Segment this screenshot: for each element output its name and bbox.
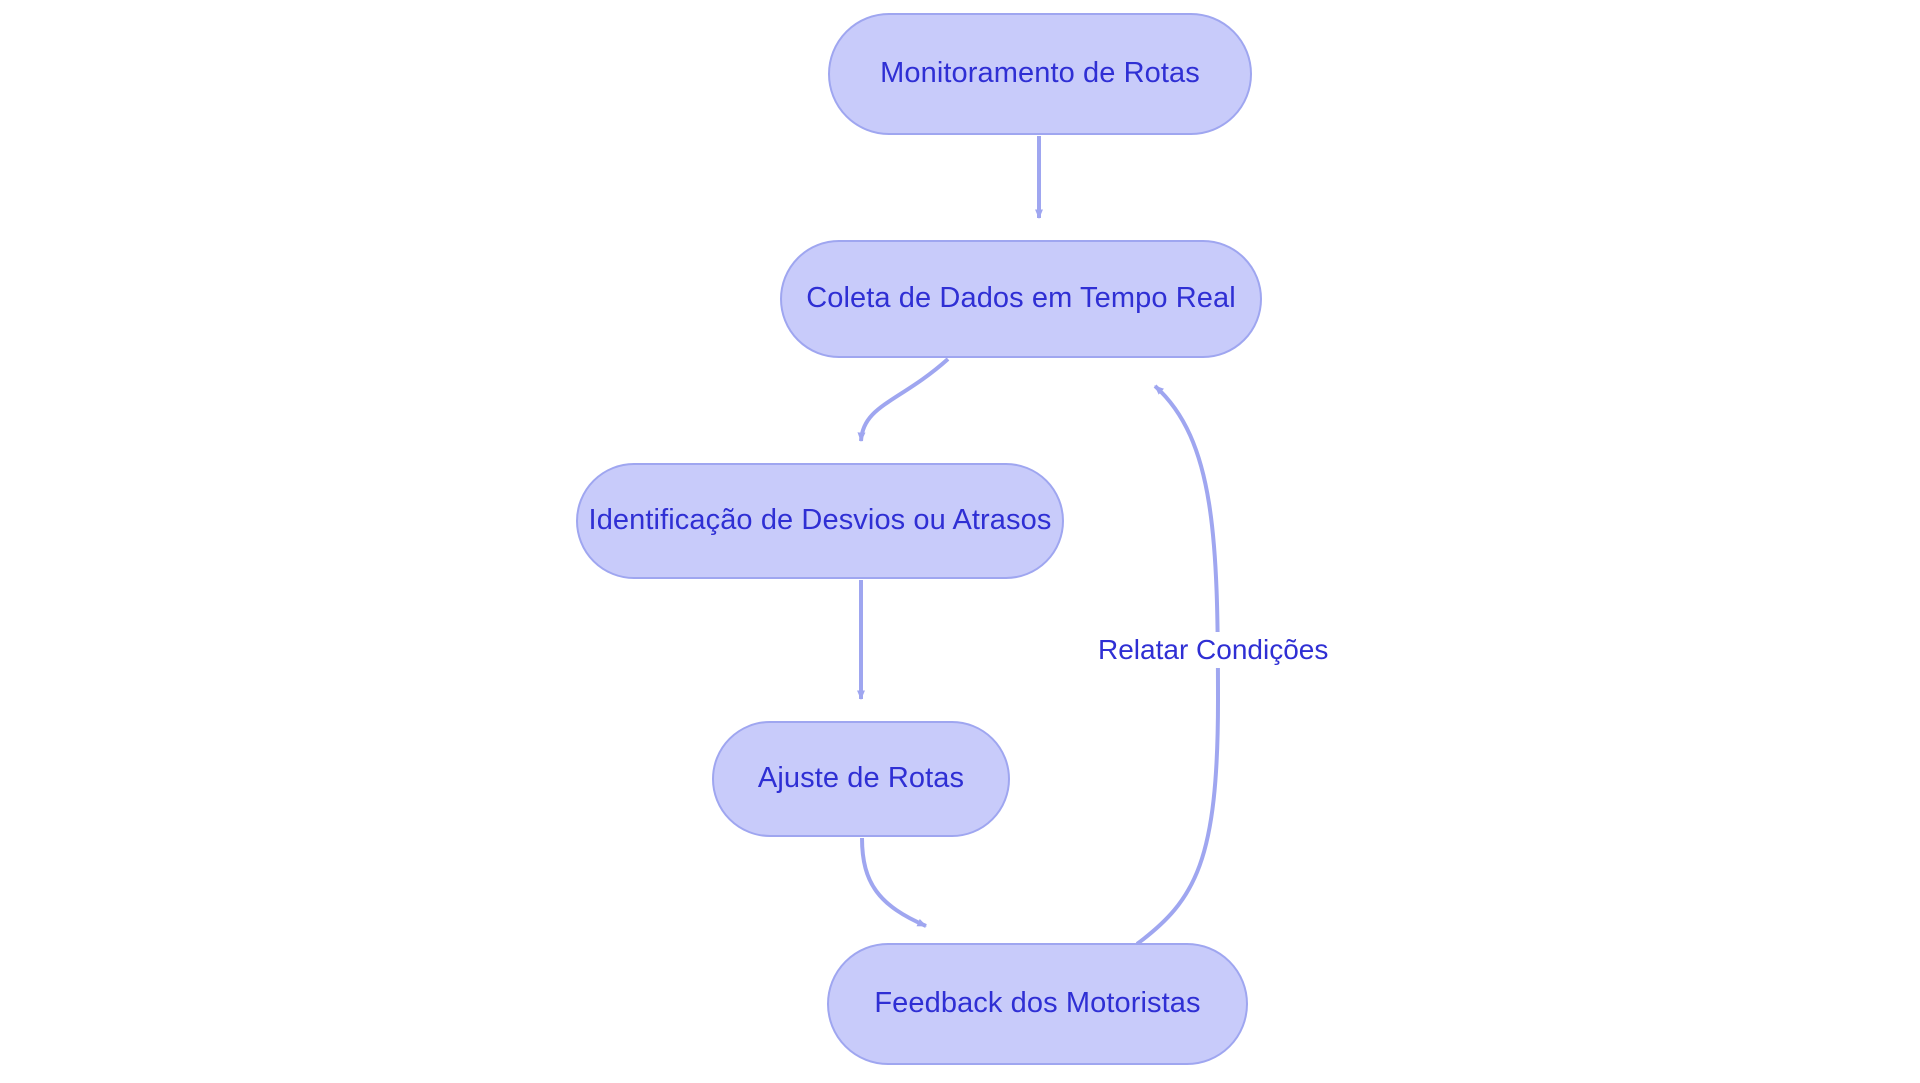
node-coleta-de-dados-em-tempo-real[interactable]: Coleta de Dados em Tempo Real	[780, 240, 1262, 358]
node-identificacao-de-desvios-ou-atrasos[interactable]: Identificação de Desvios ou Atrasos	[576, 463, 1064, 579]
edge-label-text: Relatar Condições	[1098, 634, 1329, 665]
node-feedback-dos-motoristas[interactable]: Feedback dos Motoristas	[827, 943, 1248, 1065]
node-label: Identificação de Desvios ou Atrasos	[588, 504, 1052, 537]
node-label: Monitoramento de Rotas	[880, 57, 1200, 90]
edge-label-relatar-condicoes: Relatar Condições	[1092, 632, 1335, 668]
node-label: Coleta de Dados em Tempo Real	[806, 282, 1236, 315]
edge-feedback-coleta	[1135, 384, 1221, 946]
node-label: Ajuste de Rotas	[757, 762, 965, 795]
node-monitoramento-de-rotas[interactable]: Monitoramento de Rotas	[828, 13, 1252, 135]
edge-coleta-identificacao	[857, 357, 950, 442]
node-ajuste-de-rotas[interactable]: Ajuste de Rotas	[712, 721, 1010, 837]
edge-ajuste-feedback	[860, 837, 927, 928]
node-label: Feedback dos Motoristas	[874, 987, 1201, 1020]
